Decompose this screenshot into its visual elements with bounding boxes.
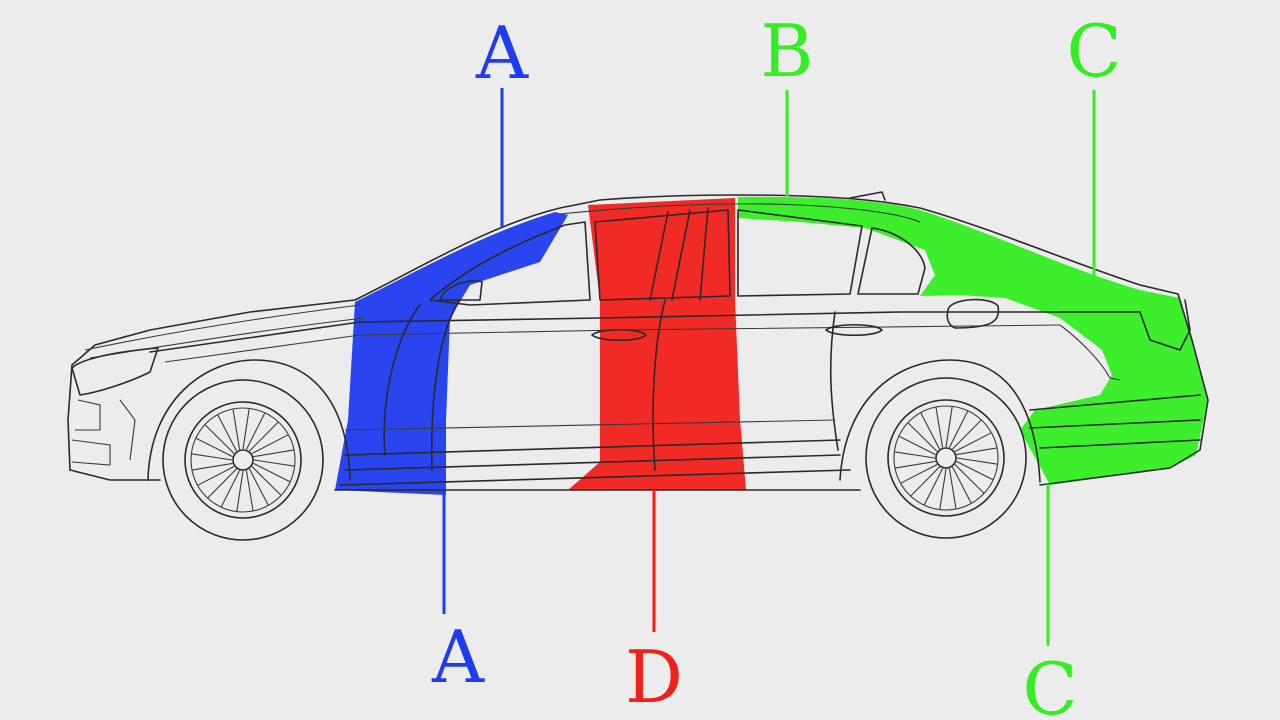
wheel-spoke [907,422,938,452]
wheel-spoke [945,406,953,448]
wheel-spoke [954,432,992,453]
wheel-spoke [236,470,244,512]
label-b-top: B [761,9,814,93]
wheel-spoke [910,466,940,497]
wheel-spoke [956,457,998,465]
wheel-spoke [248,468,269,506]
wheel-spoke [951,466,972,504]
wheel-spoke [220,470,241,508]
wheel-spoke [920,412,941,450]
wheel-spoke [253,459,295,467]
wheel-spoke [249,421,279,452]
car-outline [67,191,1209,491]
a-pillar-region [335,212,568,495]
wheel-spoke [207,468,237,499]
label-c-bottom: C [1022,647,1077,720]
wheel-spoke [251,466,282,496]
label-a-top: A [475,11,529,95]
wheel-spoke [956,447,998,456]
wheel-spoke [253,462,291,483]
wheel-spoke [217,414,238,452]
wheel-spoke [191,453,233,461]
wheel-spoke [253,449,295,458]
label-d-bottom: D [625,635,683,719]
wheel-spoke [232,408,241,450]
wheel-spoke [939,468,947,510]
wheel-spoke [204,424,235,454]
wheel-spoke [923,468,944,506]
label-c-top: C [1066,9,1121,93]
c-pillar-region [738,196,1208,485]
wheel-spoke [900,463,938,484]
wheel-spoke [195,437,233,458]
wheel-spoke [954,464,985,494]
wheel-spoke [948,410,969,448]
wheel-spoke [898,435,936,456]
wheel-spoke [197,465,235,486]
wheel-spoke [245,412,266,450]
wheel-spoke [935,406,944,448]
wheel-spoke [956,460,994,481]
wheel-spoke [191,462,233,471]
wheel-spoke [894,460,936,469]
wheel-spoke [894,451,936,459]
wheel-spoke [245,470,254,512]
label-a-bottom: A [431,615,485,699]
wheel-spoke [242,408,250,450]
wheel-spoke [948,468,957,510]
wheel-spoke [251,434,289,455]
rear-wheel [865,377,1027,539]
wheel-spoke [952,419,982,450]
front-wheel [162,379,324,541]
